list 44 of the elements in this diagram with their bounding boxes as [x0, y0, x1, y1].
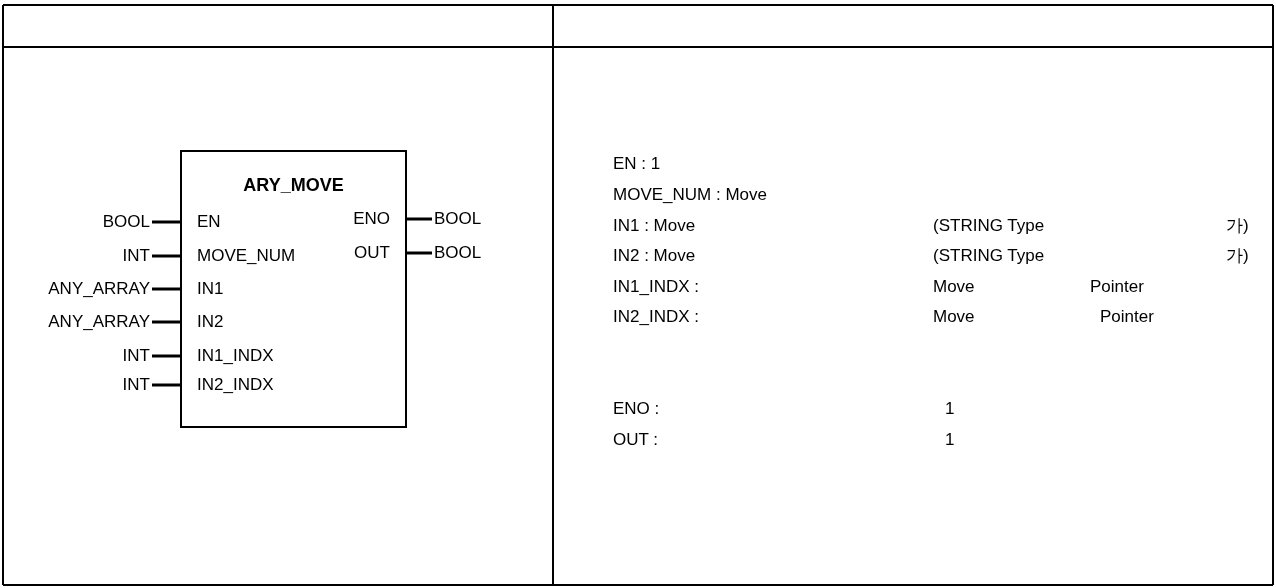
data-type-text: INT — [120, 375, 152, 395]
description-text: IN2_INDX : — [613, 307, 699, 327]
pin-name: EN — [197, 212, 221, 232]
description-text: EN : 1 — [613, 154, 661, 174]
pin-name: OUT — [354, 243, 390, 263]
description-text: (STRING Type — [933, 216, 1045, 236]
description-text: 1 — [945, 399, 955, 419]
pin-line — [152, 354, 180, 358]
description-text: 1 — [945, 430, 955, 450]
pin-line — [152, 287, 180, 291]
description-text: 가) — [1226, 216, 1249, 236]
pin-line — [152, 320, 180, 324]
pin-name: IN2 — [197, 312, 224, 332]
pin-line — [152, 383, 180, 387]
pin-line — [407, 217, 432, 221]
data-type-text: INT — [120, 346, 152, 366]
pin-name: IN1 — [197, 279, 224, 299]
description-text: IN1 : Move — [613, 216, 696, 236]
description-text: Move — [933, 307, 975, 327]
function-block — [180, 150, 407, 428]
block-title: ARY_MOVE — [242, 174, 345, 196]
pin-name: IN2_INDX — [197, 375, 274, 395]
data-type-text: ANY_ARRAY — [46, 279, 152, 299]
description-text: Move — [933, 277, 975, 297]
data-type-text: BOOL — [432, 209, 484, 229]
description-text: Pointer — [1090, 277, 1144, 297]
description-text: IN1_INDX : — [613, 277, 699, 297]
pin-name: MOVE_NUM — [197, 246, 296, 266]
data-type-text: BOOL — [432, 243, 484, 263]
description-text: 가) — [1226, 246, 1249, 266]
data-type-text: INT — [120, 246, 152, 266]
data-type-text: ANY_ARRAY — [46, 312, 152, 332]
pin-line — [152, 220, 180, 224]
description-text: ENO : — [613, 399, 660, 419]
pin-line — [407, 251, 432, 255]
data-type-text: BOOL — [100, 212, 152, 232]
description-text: Pointer — [1100, 307, 1154, 327]
pin-name: ENO — [353, 209, 390, 229]
description-text: (STRING Type — [933, 246, 1045, 266]
description-text: OUT : — [613, 430, 659, 450]
description-text: IN2 : Move — [613, 246, 696, 266]
pin-name: IN1_INDX — [197, 346, 274, 366]
description-text: MOVE_NUM : Move — [613, 185, 767, 205]
pin-line — [152, 254, 180, 258]
